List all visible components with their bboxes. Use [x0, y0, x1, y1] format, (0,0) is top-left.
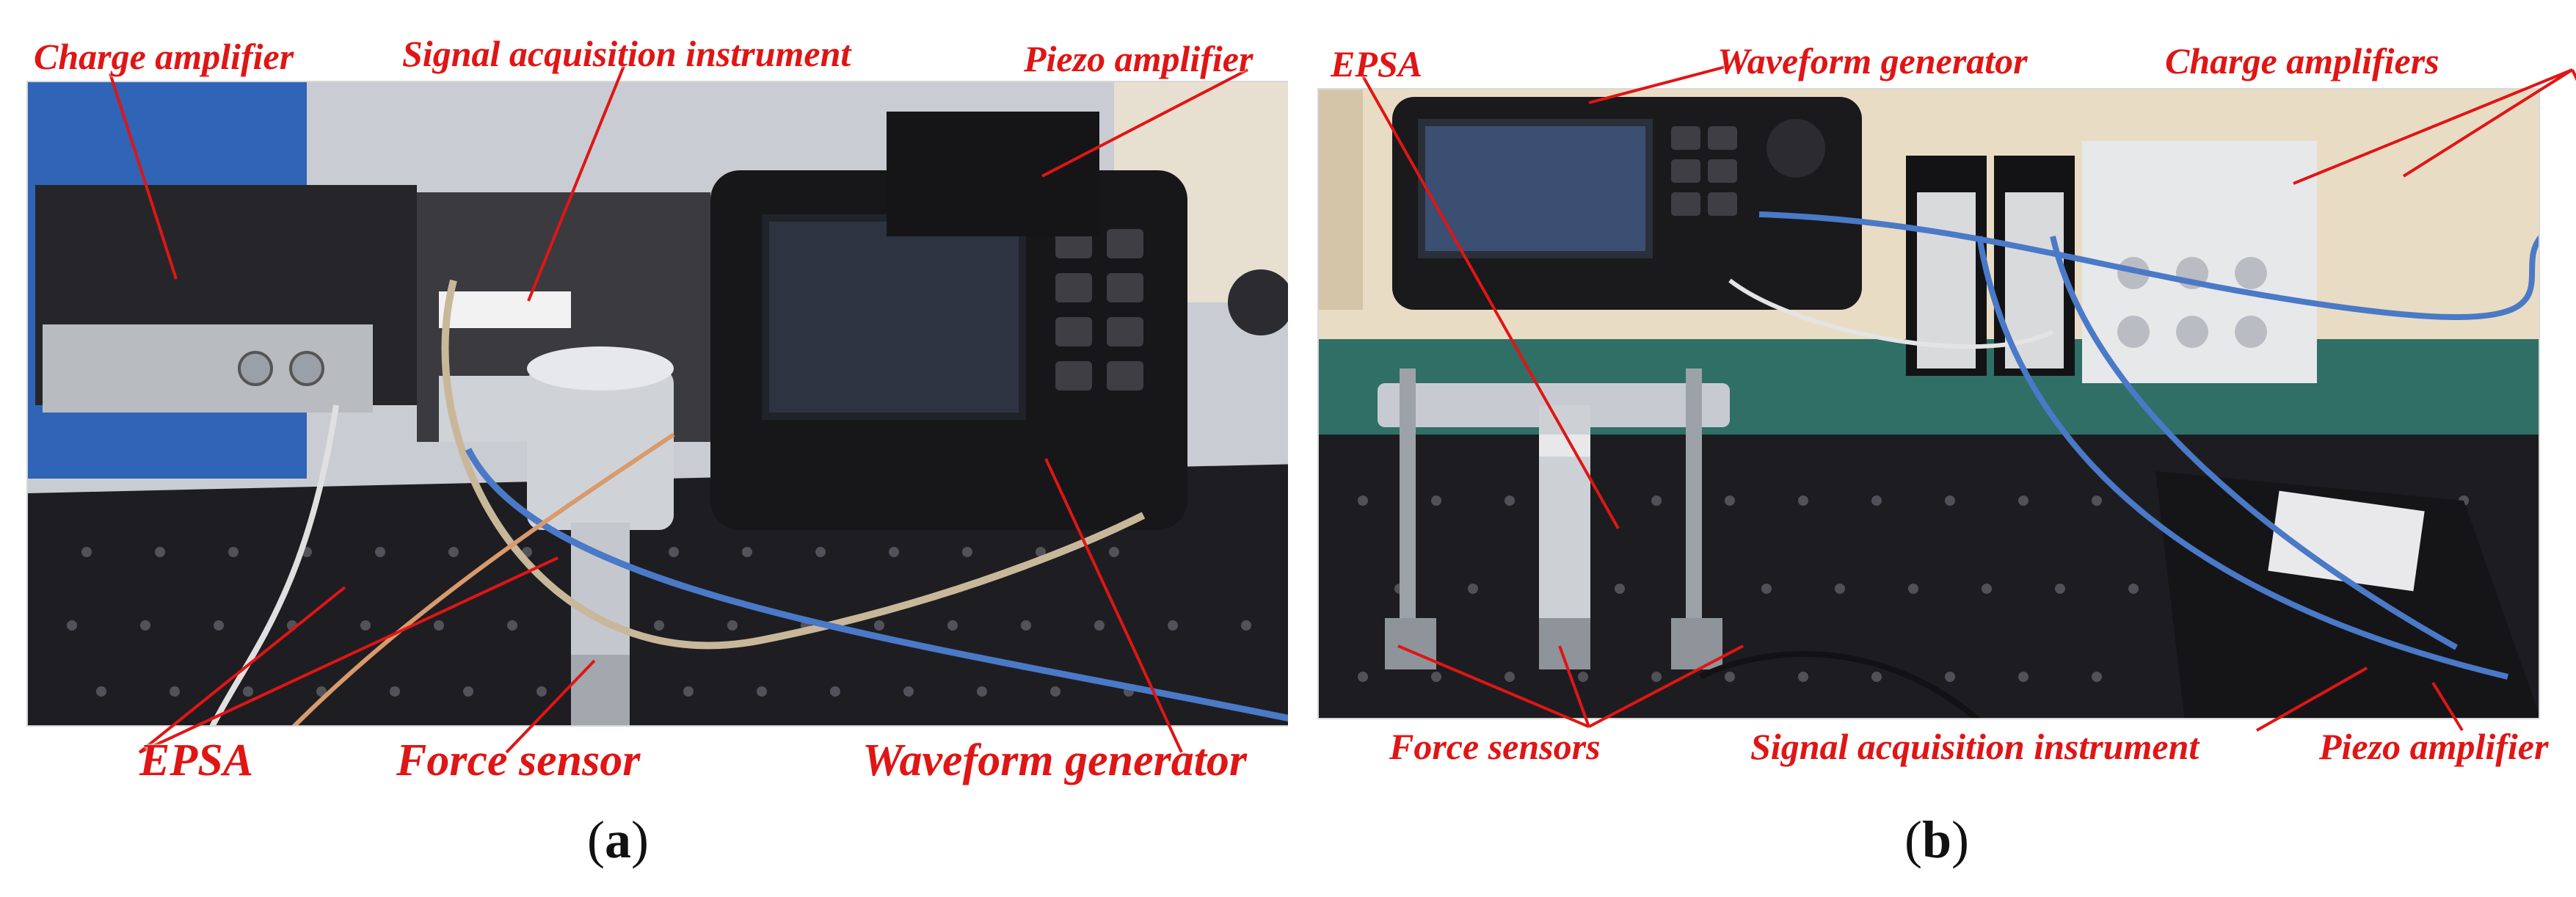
callout-piezo-amplifier: Piezo amplifier: [1024, 38, 1254, 79]
panel-label-b-close: ): [1951, 810, 1970, 869]
photo-a-experimental-setup: [26, 81, 1300, 727]
panel-label-a: (a): [587, 813, 649, 866]
photo-b-illustration: [1319, 90, 2539, 718]
panel-b: EPSA Waveform generator Charge amplifier…: [1288, 0, 2576, 897]
panel-label-a-letter: a: [604, 810, 631, 869]
panel-label-a-open: (: [587, 810, 605, 869]
callout-signal-acquisition-instrument: Signal acquisition instrument: [402, 33, 851, 74]
panel-label-b-letter: b: [1921, 810, 1952, 869]
callout-waveform-generator: Waveform generator: [1717, 40, 2028, 81]
callout-force-sensors: Force sensors: [1389, 726, 1601, 767]
callout-epsa: EPSA: [139, 736, 254, 785]
panel-a: Charge amplifier Signal acquisition inst…: [26, 33, 1300, 866]
callout-signal-acquisition-instrument: Signal acquisition instrument: [1750, 726, 2200, 767]
panel-label-b-open: (: [1904, 810, 1922, 869]
arrow-charge-amp-3: [2571, 69, 2576, 81]
callout-charge-amplifiers: Charge amplifiers: [2165, 40, 2439, 81]
callout-charge-amplifier: Charge amplifier: [34, 36, 294, 77]
panel-label-a-close: ): [630, 810, 649, 869]
photo-a-illustration: [28, 82, 1298, 725]
callout-piezo-amplifier: Piezo amplifier: [2319, 726, 2549, 767]
callout-force-sensor: Force sensor: [396, 736, 641, 785]
photo-b-experimental-setup: [1317, 88, 2540, 719]
panel-label-b: (b): [1904, 813, 1969, 866]
callout-waveform-generator: Waveform generator: [862, 736, 1248, 785]
callout-epsa: EPSA: [1331, 43, 1423, 84]
